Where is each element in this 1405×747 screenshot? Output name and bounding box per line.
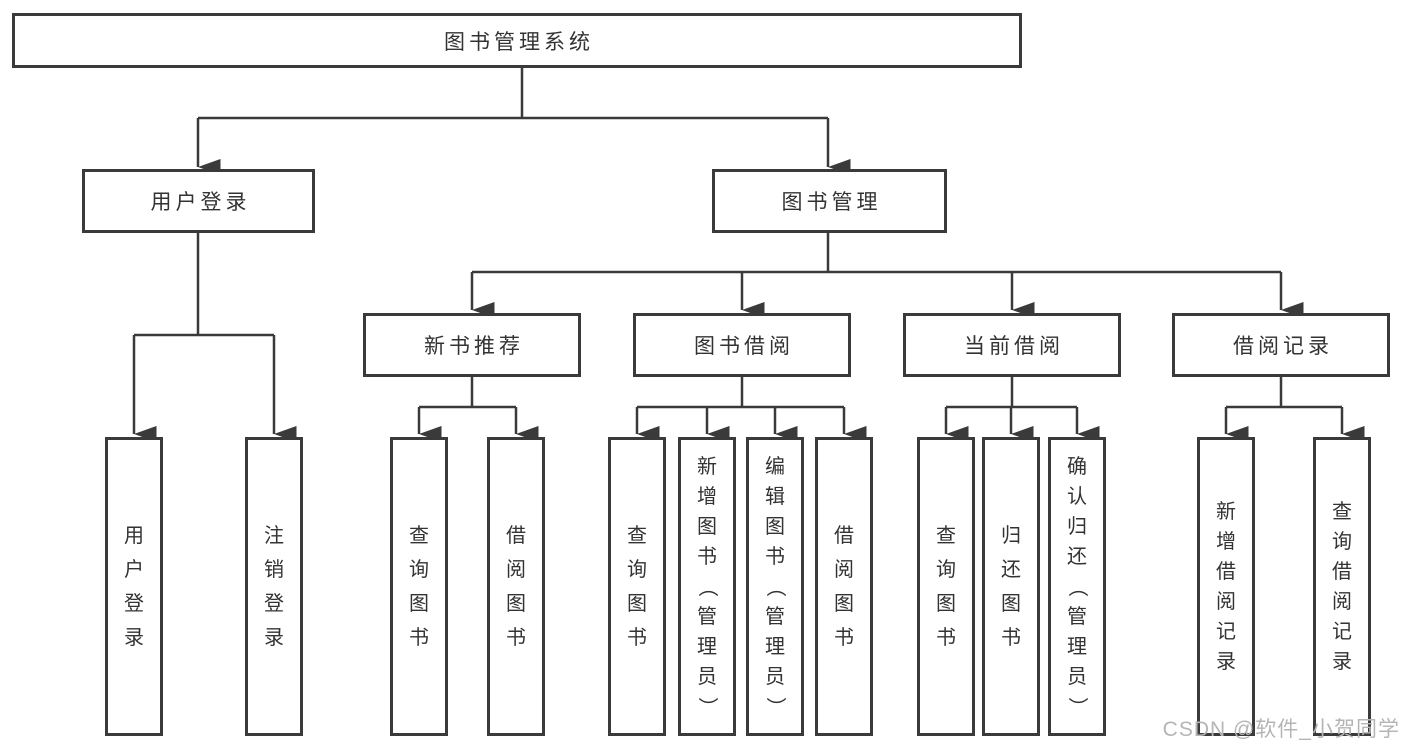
- leaf-logout: 注销登录: [245, 437, 303, 736]
- node-new-book-recommendation: 新书推荐: [363, 313, 581, 377]
- csdn-watermark: CSDN @软件_小贺同学: [1162, 718, 1400, 741]
- node-label: 借阅记录: [1233, 335, 1333, 358]
- node-label: 图书管理: [781, 191, 882, 214]
- node-borrowing-records: 借阅记录: [1172, 313, 1390, 377]
- node-label: 新书推荐: [424, 335, 524, 358]
- leaf-query-books-borrowing: 查询图书: [608, 437, 666, 736]
- node-label: 图书管理系统: [444, 30, 594, 54]
- node-library-management-system: 图书管理系统: [12, 13, 1022, 68]
- leaf-borrow-books-borrowing: 借阅图书: [815, 437, 873, 736]
- node-current-borrowing: 当前借阅: [903, 313, 1121, 377]
- leaf-label: 注销登录: [264, 524, 284, 649]
- node-book-management: 图书管理: [712, 169, 947, 233]
- leaf-label: 借阅图书: [506, 524, 526, 649]
- leaf-return-book: 归还图书: [982, 437, 1040, 736]
- leaf-label: 借阅图书: [834, 524, 854, 649]
- leaf-label: 查询图书: [627, 524, 647, 649]
- leaf-label: 归还图书: [1001, 524, 1021, 649]
- leaf-label: 编辑图书（管理员）: [764, 455, 786, 717]
- node-label: 用户登录: [150, 191, 251, 214]
- leaf-query-borrow-record: 查询借阅记录: [1313, 437, 1371, 736]
- leaf-edit-book-admin: 编辑图书（管理员）: [746, 437, 804, 736]
- node-label: 图书借阅: [694, 335, 794, 358]
- leaf-borrow-books-recommend: 借阅图书: [487, 437, 545, 736]
- node-book-borrowing: 图书借阅: [633, 313, 851, 377]
- leaf-add-book-admin: 新增图书（管理员）: [678, 437, 736, 736]
- leaf-add-borrow-record: 新增借阅记录: [1197, 437, 1255, 736]
- leaf-label: 查询图书: [409, 524, 429, 649]
- leaf-label: 确认归还（管理员）: [1066, 455, 1088, 717]
- leaf-label: 查询图书: [936, 524, 956, 649]
- leaf-user-login: 用户登录: [105, 437, 163, 736]
- leaf-query-books-current: 查询图书: [917, 437, 975, 736]
- leaf-label: 查询借阅记录: [1332, 500, 1352, 673]
- node-label: 当前借阅: [964, 335, 1064, 358]
- leaf-label: 新增图书（管理员）: [696, 455, 718, 717]
- leaf-label: 新增借阅记录: [1216, 500, 1236, 673]
- node-user-login: 用户登录: [82, 169, 315, 233]
- leaf-query-books-recommend: 查询图书: [390, 437, 448, 736]
- leaf-label: 用户登录: [124, 524, 144, 649]
- leaf-confirm-return-admin: 确认归还（管理员）: [1048, 437, 1106, 736]
